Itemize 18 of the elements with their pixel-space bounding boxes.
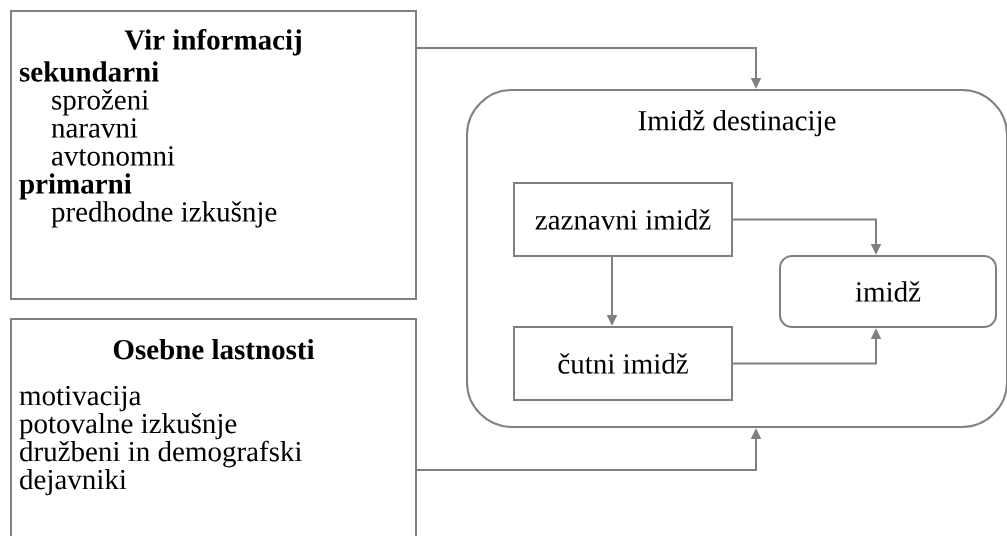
list-item: avtonomni xyxy=(52,146,175,166)
process-box: zaznavni imidž xyxy=(513,182,733,257)
rounded-box: imidž xyxy=(779,255,997,328)
list-item: motivacija xyxy=(19,385,142,412)
box-heading: Vir informacij xyxy=(124,29,301,56)
info-box xyxy=(10,10,417,300)
category-label: sekundarni xyxy=(19,61,159,82)
list-item: sproženi xyxy=(52,89,149,116)
process-box: čutni imidž xyxy=(513,326,733,401)
list-item: potovalne izkušnje xyxy=(19,412,237,440)
list-item: predhodne izkušnje xyxy=(51,201,277,228)
box-heading: Osebne lastnosti xyxy=(113,339,315,360)
list-item: naravni xyxy=(51,118,138,138)
list-item: družbeni in demografski dejavniki xyxy=(20,440,302,496)
info-box xyxy=(10,318,417,536)
category-label: primarni xyxy=(19,173,132,200)
rounded-frame xyxy=(466,89,1007,428)
frame-title: Imidž destinacije xyxy=(638,110,836,137)
